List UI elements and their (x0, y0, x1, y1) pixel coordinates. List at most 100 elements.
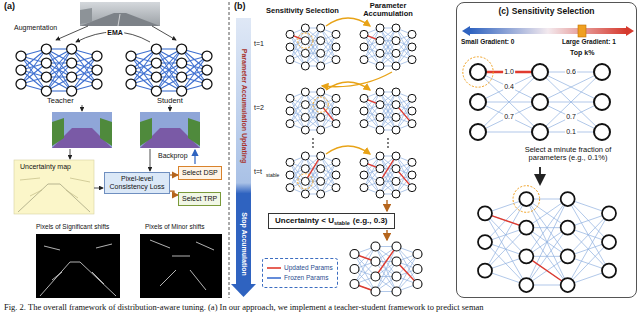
network-node (301, 49, 309, 57)
network-node (286, 184, 294, 192)
selection-box: Select TRP (178, 192, 221, 206)
condition-box: Uncertainty < Ustable(e.g., 0.3) (268, 213, 395, 229)
network-edge (485, 242, 526, 285)
network-node (92, 79, 102, 89)
legend-text: Updated Params (284, 264, 333, 272)
selection-box: Select DSP (178, 166, 222, 180)
network-node (317, 37, 325, 45)
network-edge (478, 102, 540, 132)
label: Backprop (158, 152, 188, 160)
network-edge (380, 28, 396, 66)
network-node (177, 86, 187, 96)
network-node (392, 177, 400, 185)
weight-value: 0.7 (565, 113, 577, 121)
legend-row: Updated Params (267, 264, 333, 272)
node-text: Sensitivity Selection (512, 6, 595, 16)
legend-line (267, 267, 281, 269)
arrow (170, 105, 171, 111)
network-node (413, 280, 422, 289)
weight-value: 0.4 (503, 83, 515, 91)
panel-heading: (c)Sensitivity Selection (457, 7, 636, 17)
network-node (317, 113, 325, 121)
arrow (150, 149, 151, 171)
network-edge (478, 72, 540, 102)
connector (170, 191, 178, 195)
network-node (561, 278, 575, 292)
network-node (67, 72, 77, 82)
network-node (41, 72, 51, 82)
label: Teacher (47, 97, 74, 105)
network-edge (46, 49, 71, 91)
network (350, 242, 422, 296)
network-edge (540, 72, 602, 102)
arrow (386, 230, 387, 240)
network-edge (305, 28, 320, 66)
road-photo (80, 2, 160, 26)
network-node (301, 37, 309, 45)
network-node (408, 43, 416, 51)
network-edge (485, 199, 526, 242)
node-text: Stop Accumulation (239, 212, 247, 276)
selection-ring (463, 57, 493, 87)
selection-ring (313, 97, 328, 112)
network-node (371, 272, 380, 281)
network-node (317, 24, 325, 32)
arrow (94, 188, 103, 189)
weight-value: 0.6 (565, 68, 577, 76)
student-output (140, 112, 200, 148)
network-node (332, 43, 340, 51)
network-node (376, 177, 384, 185)
network-node (392, 126, 400, 134)
network-node (92, 51, 102, 61)
network-node (151, 58, 161, 68)
network-node (301, 62, 309, 70)
network-edge (305, 156, 320, 194)
network-edge (485, 228, 526, 271)
network-node (392, 49, 400, 57)
network-node (602, 235, 616, 249)
label: Parameter Accumulation (358, 2, 418, 19)
network (360, 152, 416, 198)
network-node (371, 242, 380, 251)
network-node (408, 171, 416, 179)
network-node (317, 88, 325, 96)
network-node (594, 64, 610, 80)
arrow (539, 167, 541, 184)
network-node (519, 221, 533, 235)
network-node (408, 184, 416, 192)
network-edge (380, 156, 396, 194)
network-node (41, 86, 51, 96)
label: t=1 (254, 40, 264, 48)
continuation-dots (312, 138, 389, 148)
legend-swatch (267, 275, 281, 281)
uncertainty-map (14, 160, 94, 214)
network-node (376, 152, 384, 160)
network-node (470, 94, 486, 110)
network-node (301, 165, 309, 173)
network-edge (380, 28, 396, 66)
progress-band: Parameter Accumulation UpdatingStop Accu… (236, 18, 251, 284)
label: (a) (4, 2, 15, 12)
network-node (413, 265, 422, 274)
legend-line (267, 277, 281, 279)
arrow (152, 26, 176, 40)
network-node (392, 190, 400, 198)
connector (170, 174, 178, 175)
network-node (392, 62, 400, 70)
network-node (376, 49, 384, 57)
network-node (371, 287, 380, 296)
label: t=2 (254, 104, 264, 112)
network-node (408, 107, 416, 115)
network-node (317, 177, 325, 185)
network-edge (380, 92, 396, 130)
node-text: Select TRP (182, 195, 217, 202)
network-node (392, 88, 400, 96)
yellow-arrow (322, 72, 392, 87)
minor-shift-pixels (140, 234, 222, 298)
network-node (286, 56, 294, 64)
backprop-arrow (194, 150, 195, 164)
weight-value: 0.1 (565, 128, 577, 136)
network-node (286, 120, 294, 128)
network-node (470, 124, 486, 140)
network-node (301, 152, 309, 160)
